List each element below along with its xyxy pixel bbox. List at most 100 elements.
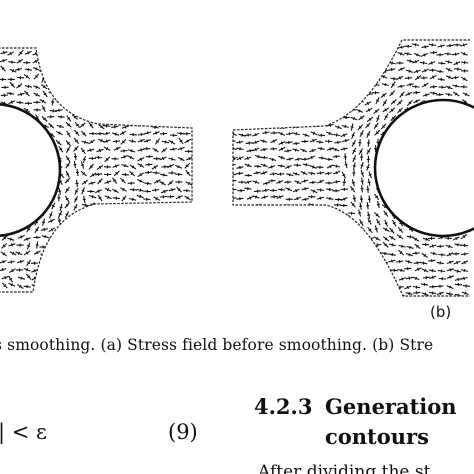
stress-vector-tick: [335, 227, 338, 231]
stress-vector-tick: [344, 219, 347, 223]
stress-vector-tick: [130, 204, 133, 208]
stress-vector: [135, 229, 144, 232]
stress-vector-tick: [328, 75, 331, 79]
stress-vector-tick: [155, 77, 159, 81]
stress-vector-tick: [424, 292, 427, 296]
stress-vector-tick: [91, 93, 94, 97]
stress-vector: [183, 220, 191, 226]
stress-vector: [300, 118, 309, 120]
stress-vector: [246, 125, 254, 128]
stress-vector-tick: [25, 74, 29, 79]
stress-vector-tick: [107, 109, 111, 113]
stress-vector-tick: [153, 99, 156, 104]
stress-vector: [334, 109, 342, 113]
stress-vector: [292, 236, 300, 240]
stress-vector-tick: [247, 227, 250, 231]
stress-vector-tick: [82, 44, 83, 47]
stress-vector-tick: [270, 165, 273, 169]
stress-vector-tick: [463, 77, 466, 81]
stress-vector-tick: [321, 275, 324, 279]
stress-vector-tick: [137, 83, 141, 87]
stress-vector-tick: [178, 68, 181, 72]
stress-vector-tick: [310, 171, 313, 175]
stress-vector-tick: [131, 107, 134, 111]
stress-vector-tick: [27, 227, 31, 231]
stress-vector-tick: [440, 44, 443, 48]
stress-vector-tick: [409, 245, 411, 249]
stress-vector-tick: [169, 245, 172, 249]
stress-vector: [262, 76, 270, 79]
stress-vector: [332, 252, 340, 255]
stress-vector-tick: [122, 197, 126, 200]
panel-b-outline: [232, 39, 470, 297]
stress-vector-tick: [406, 285, 410, 290]
stress-vector-tick: [352, 275, 356, 280]
stress-vector-tick: [147, 44, 148, 47]
stress-vector-tick: [312, 244, 315, 248]
stress-vector: [176, 109, 184, 113]
stress-vector: [105, 117, 114, 120]
stress-vector: [16, 291, 22, 292]
stress-vector-tick: [11, 269, 14, 273]
stress-vector-tick: [329, 164, 332, 169]
stress-vector: [292, 40, 300, 41]
stress-vector-tick: [147, 221, 150, 225]
stress-vector-tick: [391, 243, 394, 247]
stress-vector-tick: [384, 243, 388, 247]
stress-vector-tick: [448, 75, 451, 79]
stress-vector: [286, 100, 294, 105]
stress-vector: [318, 76, 326, 79]
stress-vector-tick: [233, 108, 235, 113]
stress-vector-tick: [89, 148, 92, 152]
stress-vector: [276, 50, 284, 55]
stress-vector-tick: [296, 260, 299, 265]
stress-vector: [47, 269, 55, 274]
stress-vector-tick: [360, 164, 364, 167]
stress-vector: [120, 205, 129, 209]
stress-vector: [176, 74, 183, 80]
stress-vector-tick: [257, 125, 260, 129]
stress-vector: [325, 220, 333, 223]
stress-vector-tick: [327, 171, 330, 176]
stress-vector-tick: [392, 277, 395, 281]
stress-vector-tick: [121, 48, 125, 49]
stress-vector: [168, 236, 176, 239]
stress-vector-tick: [153, 245, 156, 249]
stress-vector: [168, 59, 176, 63]
stress-vector: [262, 68, 270, 72]
stress-vector: [357, 236, 365, 240]
stress-vector: [245, 235, 253, 240]
stress-vector: [65, 274, 73, 279]
stress-vector-tick: [33, 269, 36, 273]
stress-vector-tick: [433, 36, 434, 39]
stress-vector-tick: [239, 69, 242, 73]
stress-vector: [105, 83, 113, 87]
stress-vector-tick: [401, 277, 404, 281]
stress-vector: [269, 260, 277, 265]
stress-vector-tick: [129, 210, 133, 215]
stress-vector: [308, 66, 316, 71]
stress-vector: [233, 43, 237, 47]
stress-vector: [260, 115, 268, 120]
stress-vector: [144, 276, 152, 281]
stress-vector-tick: [161, 283, 164, 287]
stress-vector-tick: [449, 275, 452, 279]
stress-vector: [145, 252, 153, 257]
stress-vector-tick: [113, 68, 116, 72]
stress-vector-tick: [146, 91, 149, 95]
stress-vector: [284, 284, 292, 288]
stress-vector-tick: [272, 69, 275, 73]
stress-vector: [268, 212, 276, 217]
stress-vector-tick: [343, 244, 346, 248]
stress-vector: [356, 275, 365, 278]
stress-vector-tick: [464, 92, 468, 97]
stress-vector: [145, 59, 153, 64]
stress-vector-tick: [132, 48, 135, 49]
stress-vector-tick: [366, 101, 370, 105]
stress-vector-tick: [263, 211, 266, 215]
stress-vector-tick: [424, 68, 427, 73]
stress-vector-tick: [1, 67, 5, 70]
stress-vector: [292, 220, 300, 222]
stress-vector: [152, 237, 161, 241]
stress-vector-tick: [439, 261, 442, 265]
